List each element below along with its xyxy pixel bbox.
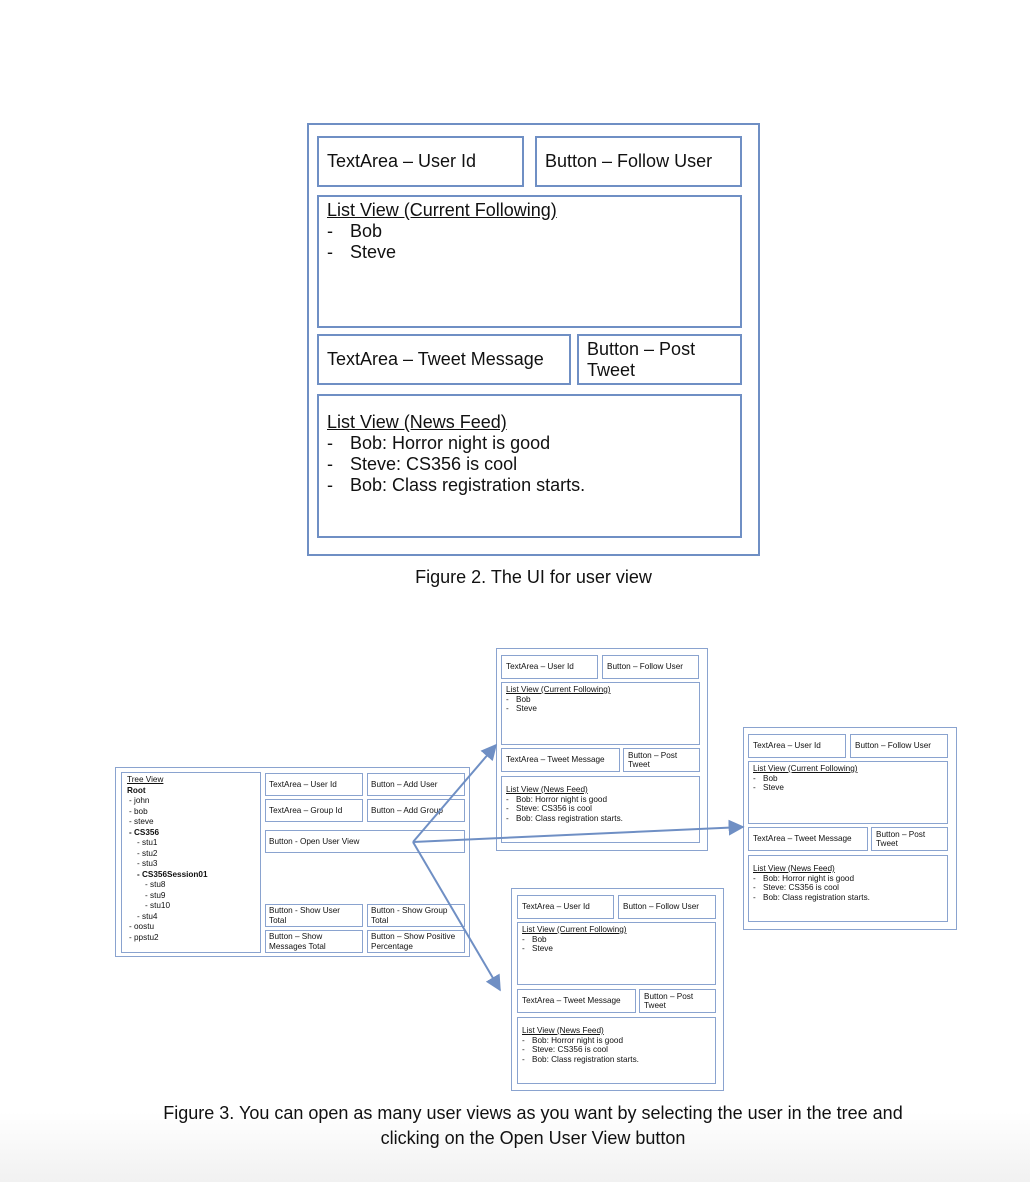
tree-node: - oostu — [129, 922, 155, 931]
mini-user-view-1: TextArea – User Id Button – Follow User … — [496, 648, 708, 851]
follow-user-button: Button – Follow User — [850, 734, 948, 758]
figure-3-caption: Figure 3. You can open as many user view… — [163, 1103, 903, 1148]
add-group-button: Button – Add Group — [367, 799, 465, 822]
list-item: Bob — [327, 221, 396, 242]
list-item: Bob: Horror night is good — [753, 874, 870, 884]
tree-view: Tree View Root - john - bob - steve - CS… — [121, 772, 261, 953]
list-item: Bob — [522, 935, 553, 945]
list-item: Steve — [522, 944, 553, 954]
list-item: Steve: CS356 is cool — [506, 804, 623, 814]
list-item: Bob: Class registration starts. — [327, 475, 585, 496]
list-item: Steve — [327, 242, 396, 263]
mini-user-view-3: TextArea – User Id Button – Follow User … — [511, 888, 724, 1091]
user-id-textarea: TextArea – User Id — [517, 895, 614, 919]
listview-title: List View (News Feed) — [327, 412, 507, 432]
list-item: Steve: CS356 is cool — [522, 1045, 639, 1055]
figure-2-caption: Figure 2. The UI for user view — [415, 567, 652, 587]
list-item: Bob — [753, 774, 784, 784]
tweet-message-textarea: TextArea – Tweet Message — [517, 989, 636, 1013]
show-user-total-button: Button - Show User Total — [265, 904, 363, 927]
list-item: Steve — [506, 704, 537, 714]
tweet-message-textarea: TextArea – Tweet Message — [317, 334, 571, 385]
user-id-textarea: TextArea – User Id — [317, 136, 524, 187]
list-item: Bob: Horror night is good — [522, 1036, 639, 1046]
news-feed-listview: List View (News Feed) Bob: Horror night … — [517, 1017, 716, 1084]
tree-node: - stu3 — [137, 859, 158, 868]
current-following-listview: List View (Current Following) BobSteve — [517, 922, 716, 985]
list-item: Bob: Class registration starts. — [506, 814, 623, 824]
show-positive-percentage-button: Button – Show Positive Percentage — [367, 930, 465, 953]
tree-node: - stu4 — [137, 911, 158, 921]
current-following-listview: List View (Current Following) BobSteve — [501, 682, 700, 745]
list-item: Steve: CS356 is cool — [327, 454, 585, 475]
add-user-button: Button – Add User — [367, 773, 465, 796]
tree-node: - stu2 — [137, 848, 158, 858]
arrow-to-view-1 — [412, 743, 498, 843]
list-item: Steve — [753, 783, 784, 793]
tweet-message-textarea: TextArea – Tweet Message — [501, 748, 620, 772]
news-feed-listview: List View (News Feed) Bob: Horror night … — [317, 394, 742, 538]
tree-node-group: - CS356 — [129, 827, 160, 837]
list-item: Steve: CS356 is cool — [753, 883, 870, 893]
list-item: Bob: Class registration starts. — [522, 1055, 639, 1065]
tree-node: - steve — [129, 817, 154, 826]
tweet-message-textarea: TextArea – Tweet Message — [748, 827, 868, 851]
admin-user-id-textarea: TextArea – User Id — [265, 773, 363, 796]
tree-node-root: Root — [127, 785, 146, 795]
follow-user-button: Button – Follow User — [535, 136, 742, 187]
tree-node-group: - CS356Session01 — [137, 869, 208, 879]
show-group-total-button: Button - Show Group Total — [367, 904, 465, 927]
news-feed-listview: List View (News Feed) Bob: Horror night … — [501, 776, 700, 843]
group-id-textarea: TextArea – Group Id — [265, 799, 363, 822]
listview-title: List View (Current Following) — [327, 200, 557, 220]
follow-user-button: Button – Follow User — [602, 655, 699, 679]
tree-node: - bob — [129, 806, 148, 816]
tree-node: - stu8 — [145, 880, 166, 889]
show-messages-total-button: Button – Show Messages Total — [265, 930, 363, 953]
admin-control-panel: Tree View Root - john - bob - steve - CS… — [115, 767, 470, 957]
tree-node: - stu1 — [137, 838, 158, 847]
tree-view-title: Tree View — [127, 775, 164, 784]
tree-node: - stu10 — [145, 901, 171, 910]
arrow-to-view-3 — [412, 841, 501, 992]
user-id-textarea: TextArea – User Id — [748, 734, 846, 758]
current-following-listview: List View (Current Following) Bob Steve — [317, 195, 742, 328]
current-following-listview: List View (Current Following) BobSteve — [748, 761, 948, 824]
mini-user-view-2: TextArea – User Id Button – Follow User … — [743, 727, 957, 930]
tree-node: - stu9 — [145, 890, 166, 900]
news-feed-listview: List View (News Feed) Bob: Horror night … — [748, 855, 948, 922]
list-item: Bob — [506, 695, 537, 705]
list-item: Bob: Class registration starts. — [753, 893, 870, 903]
arrow-to-view-2 — [412, 819, 745, 843]
follow-user-button: Button – Follow User — [618, 895, 716, 919]
user-id-textarea: TextArea – User Id — [501, 655, 598, 679]
tree-node: - ppstu2 — [129, 932, 159, 942]
list-item: Bob: Horror night is good — [327, 433, 585, 454]
list-item: Bob: Horror night is good — [506, 795, 623, 805]
tree-node: - john — [129, 796, 150, 805]
